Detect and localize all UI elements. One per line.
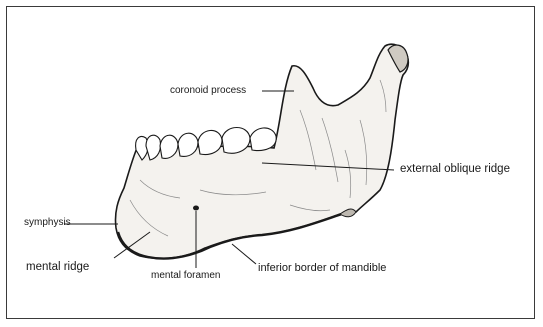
label-mental-ridge: mental ridge [26, 262, 89, 274]
mental-foramen-hole [193, 206, 199, 211]
leader-inferior-border [232, 244, 256, 264]
label-inferior-border: inferior border of mandible [258, 263, 386, 274]
tooth [250, 128, 276, 151]
label-external-oblique-ridge: external oblique ridge [400, 164, 510, 176]
label-coronoid-process: coronoid process [170, 86, 246, 96]
label-mental-foramen: mental foramen [151, 271, 220, 281]
label-symphysis: symphysis [24, 218, 71, 228]
